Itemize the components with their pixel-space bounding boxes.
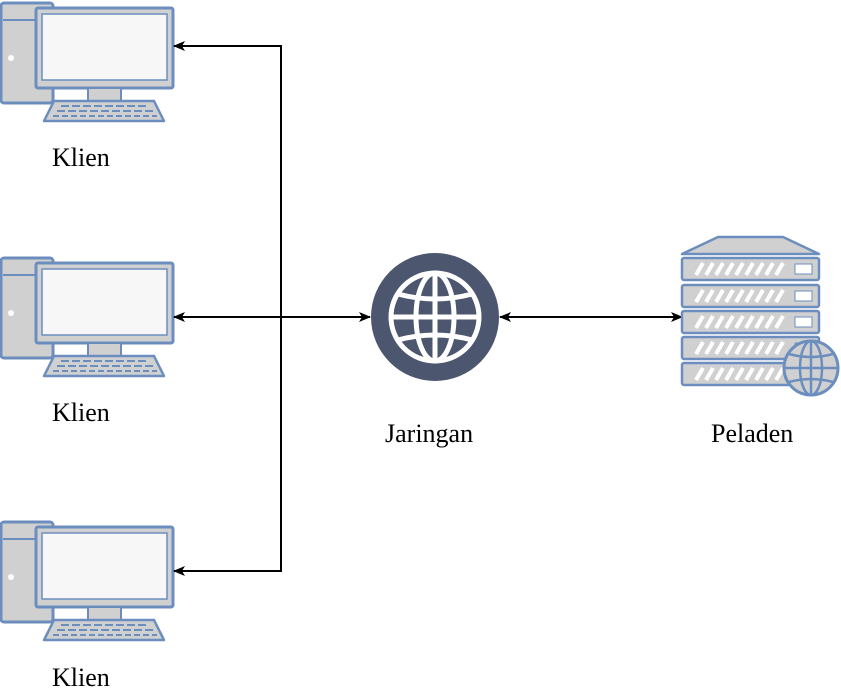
server-rack-icon xyxy=(680,235,840,397)
client-3-label: Klien xyxy=(52,663,110,692)
client-1-label: Klien xyxy=(52,143,110,172)
connector-lines xyxy=(173,41,683,576)
connector-client-1 xyxy=(173,41,282,317)
client-3-computer-icon xyxy=(0,520,175,642)
client-2-label: Klien xyxy=(52,398,110,427)
connector-client-3 xyxy=(173,317,282,576)
client-1-computer-icon xyxy=(0,1,175,123)
client-2-computer-icon xyxy=(0,256,175,378)
network-label: Jaringan xyxy=(385,419,474,448)
server-label: Peladen xyxy=(711,419,794,448)
globe-icon xyxy=(371,253,499,381)
server-globe-icon xyxy=(782,339,840,397)
